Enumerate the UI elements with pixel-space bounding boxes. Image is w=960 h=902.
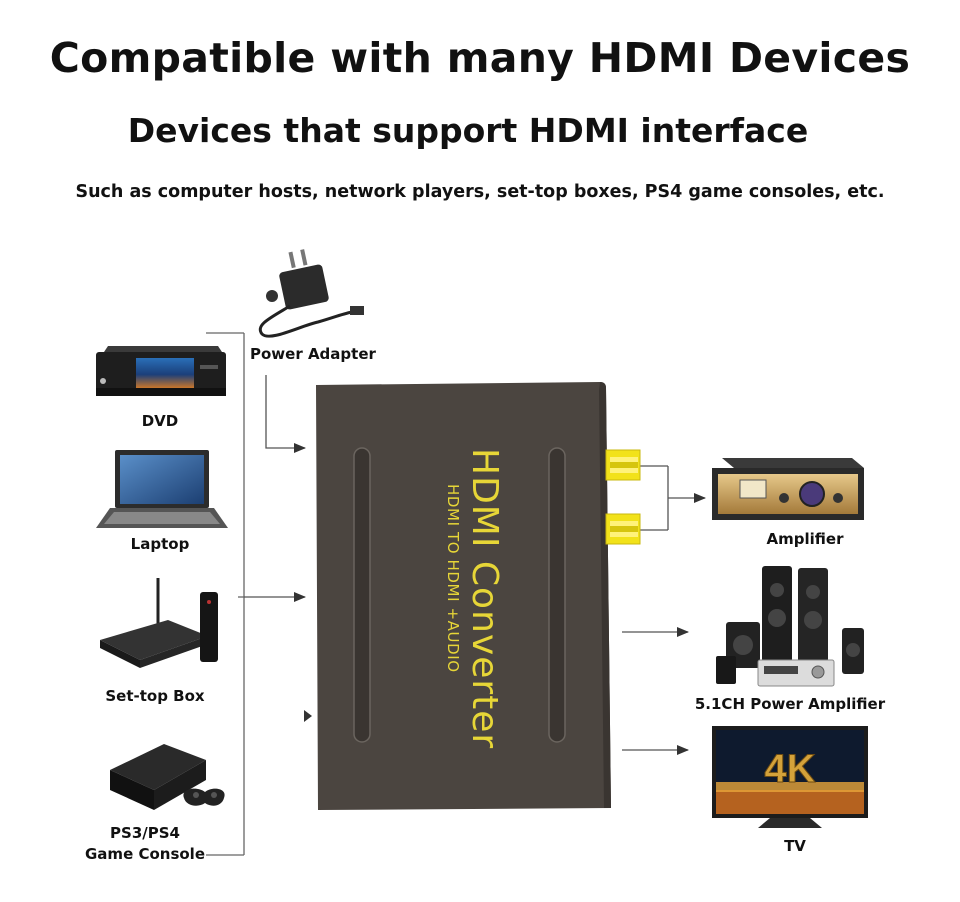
power-adapter-icon [258, 249, 364, 338]
converter-title: HDMI Converter [464, 448, 505, 750]
rca-jack-top [605, 449, 641, 481]
settop-label: Set-top Box [105, 687, 205, 705]
tv-label: TV [784, 837, 806, 855]
power-adapter-label: Power Adapter [250, 345, 376, 363]
headline: Compatible with many HDMI Devices [49, 34, 911, 82]
laptop-label: Laptop [130, 535, 190, 553]
rca-jack-bottom [605, 513, 641, 545]
input-bracket-lines [206, 332, 245, 856]
laptop-icon [96, 450, 228, 528]
dvd-label: DVD [141, 412, 179, 430]
hdmi-converter-box [316, 382, 611, 810]
amplifier-label: Amplifier [766, 530, 844, 548]
set-top-box-icon [100, 578, 218, 668]
power-arrow [265, 375, 306, 453]
amplifier-icon [712, 458, 864, 520]
dvd-player-icon [96, 346, 226, 396]
converter-subtitle: HDMI TO HDMI +AUDIO [444, 484, 462, 673]
tv-4k-badge: 4K [764, 747, 815, 791]
subheadline: Devices that support HDMI interface [127, 111, 809, 150]
console-label-line2: Game Console [85, 845, 205, 863]
console-label-line1: PS3/PS4 [110, 824, 180, 842]
game-console-icon [110, 744, 225, 810]
tv-icon: 4K [712, 726, 868, 828]
rca-bracket-lines [640, 465, 669, 531]
power-amp-label: 5.1CH Power Amplifier [694, 695, 886, 713]
power-amplifier-icon [716, 566, 864, 687]
description: Such as computer hosts, network players,… [75, 182, 885, 202]
small-arrow-icon [304, 710, 312, 722]
